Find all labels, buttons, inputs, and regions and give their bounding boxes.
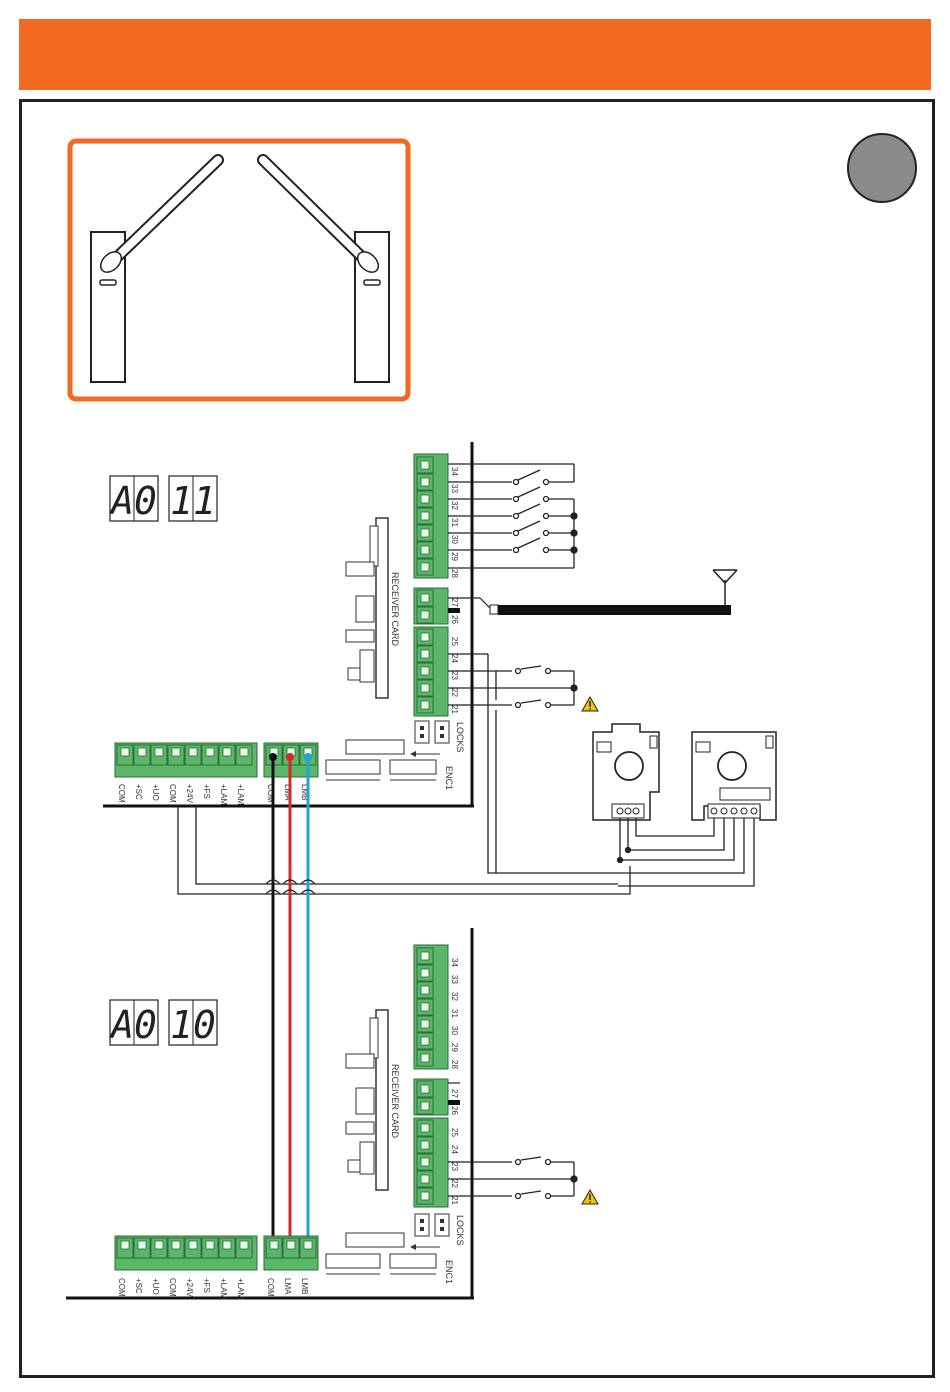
terminal-sc: +SC bbox=[134, 784, 143, 800]
terminal-lmb: LMB bbox=[300, 1278, 309, 1294]
terminal-27: 27 bbox=[450, 598, 459, 607]
terminal-lam: +LAM bbox=[236, 784, 245, 805]
terminal-com: COM bbox=[168, 1278, 177, 1297]
display-2-left: A0 bbox=[109, 1003, 157, 1047]
terminal-lma: LMA bbox=[283, 1278, 292, 1295]
display-1-right: 11 bbox=[170, 479, 216, 523]
terminal-34: 34 bbox=[450, 958, 459, 967]
locks-connector-2: LOCKS bbox=[415, 1214, 465, 1246]
terminal-29: 29 bbox=[450, 1043, 459, 1052]
barrier-illustration bbox=[70, 141, 408, 399]
display-1: A0 11 bbox=[109, 476, 217, 523]
switch-wiring-1 bbox=[448, 464, 577, 568]
terminal-24v: +24V bbox=[185, 1278, 194, 1298]
display-1-left: A0 bbox=[109, 479, 157, 523]
receiver-card-label: RECEIVER CARD bbox=[390, 1064, 400, 1139]
locks-label: LOCKS bbox=[455, 1215, 465, 1246]
locks-label: LOCKS bbox=[455, 722, 465, 753]
terminal-34: 34 bbox=[450, 467, 459, 476]
terminal-uo: +UO bbox=[151, 1278, 160, 1295]
terminal-30: 30 bbox=[450, 535, 459, 544]
terminal-com: COM bbox=[117, 784, 126, 803]
photocell-rx bbox=[692, 732, 776, 820]
terminal-25: 25 bbox=[450, 1128, 459, 1137]
terminal-24v: +24V bbox=[185, 784, 194, 804]
terminal-lam: +LAM bbox=[219, 784, 228, 805]
enc-connectors-2: ENC1 bbox=[326, 1233, 454, 1284]
terminal-com: COM bbox=[266, 1278, 275, 1297]
terminal-23: 23 bbox=[450, 1162, 459, 1171]
terminal-26: 26 bbox=[450, 615, 459, 624]
enc1-label: ENC1 bbox=[444, 766, 454, 790]
terminal-com: COM bbox=[168, 784, 177, 803]
terminal-30: 30 bbox=[450, 1026, 459, 1035]
terminal-28: 28 bbox=[450, 569, 459, 578]
receiver-card-2: RECEIVER CARD bbox=[346, 1010, 400, 1190]
terminal-com: COM bbox=[117, 1278, 126, 1297]
terminal-28: 28 bbox=[450, 1060, 459, 1069]
enc1-label: ENC1 bbox=[444, 1260, 454, 1284]
terminal-21: 21 bbox=[450, 705, 459, 714]
terminal-22: 22 bbox=[450, 1179, 459, 1188]
terminal-31: 31 bbox=[450, 518, 459, 527]
terminal-27: 27 bbox=[450, 1089, 459, 1098]
safety-wiring-2 bbox=[448, 1157, 577, 1199]
photocell-tx bbox=[593, 724, 659, 820]
terminal-32: 32 bbox=[450, 501, 459, 510]
receiver-card-1: RECEIVER CARD bbox=[346, 518, 400, 698]
control-board-2: 34 33 32 31 30 29 28 27 26 25 24 23 22 2… bbox=[66, 928, 598, 1299]
terminal-24: 24 bbox=[450, 1145, 459, 1154]
terminal-24: 24 bbox=[450, 654, 459, 663]
terminal-21: 21 bbox=[450, 1196, 459, 1205]
photocell-wiring bbox=[178, 806, 754, 894]
terminal-sc: +SC bbox=[134, 1278, 143, 1294]
terminal-lam: +LAM bbox=[236, 1278, 245, 1299]
locks-connector-1: LOCKS bbox=[415, 721, 465, 753]
interconnect-wires bbox=[266, 753, 315, 1250]
terminal-25: 25 bbox=[450, 637, 459, 646]
display-2-right: 10 bbox=[170, 1003, 216, 1047]
display-2: A0 10 bbox=[109, 1000, 217, 1047]
terminal-fs: +FS bbox=[202, 1278, 211, 1293]
terminal-26: 26 bbox=[450, 1106, 459, 1115]
terminal-31: 31 bbox=[450, 1009, 459, 1018]
terminal-lam: +LAM bbox=[219, 1278, 228, 1299]
antenna-1 bbox=[448, 570, 737, 615]
terminal-33: 33 bbox=[450, 975, 459, 984]
receiver-card-label: RECEIVER CARD bbox=[390, 572, 400, 647]
terminal-fs: +FS bbox=[202, 784, 211, 799]
terminal-32: 32 bbox=[450, 992, 459, 1001]
terminal-22: 22 bbox=[450, 688, 459, 697]
terminal-23: 23 bbox=[450, 671, 459, 680]
terminal-33: 33 bbox=[450, 484, 459, 493]
terminal-29: 29 bbox=[450, 552, 459, 561]
step-badge bbox=[848, 134, 916, 202]
enc-connectors-1: ENC1 bbox=[326, 740, 454, 790]
terminal-uo: +UO bbox=[151, 784, 160, 801]
